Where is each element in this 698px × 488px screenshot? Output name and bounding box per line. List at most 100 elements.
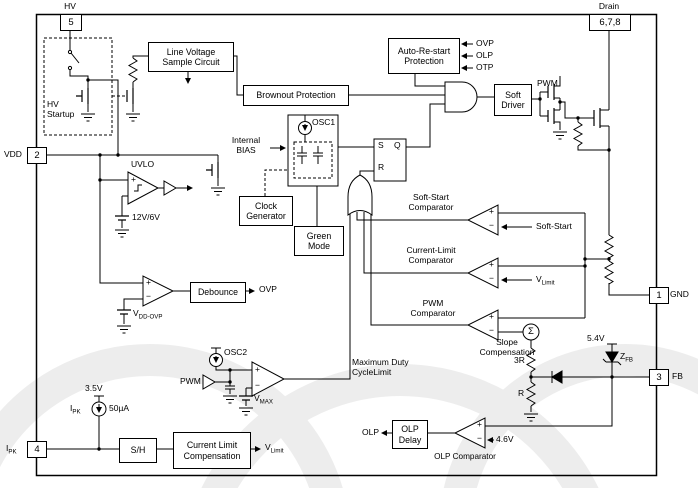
block-line-voltage-sample: Line Voltage Sample Circuit: [148, 42, 234, 72]
olp-minus-sign: −: [477, 433, 482, 443]
osc1-inner-box: [293, 141, 333, 179]
gnd-pin-box: 1: [649, 287, 669, 304]
olp-output-label: OLP: [362, 427, 380, 437]
block-text-line: Generator: [246, 211, 286, 221]
block-brownout-protection: Brownout Protection: [243, 85, 349, 106]
latch-q-label: Q: [394, 140, 401, 150]
arrow-wires: [176, 41, 532, 452]
vdd-pin-box: 2: [27, 147, 47, 164]
block-text-line: Mode: [307, 241, 330, 251]
ovp-comparator-triangle: [142, 275, 175, 307]
osc2-label: OSC2: [224, 347, 248, 357]
fb-diode: [551, 370, 563, 384]
block-green-mode: Green Mode: [294, 226, 344, 256]
osc1-label: OSC1: [312, 117, 336, 127]
resistor-sense1: [603, 234, 615, 259]
uvlo-threshold-label: 12V/6V: [132, 212, 160, 222]
uvlo-buffer-triangle: [163, 180, 177, 196]
block-text-line: Driver: [501, 100, 525, 110]
ovp-output-label: OVP: [259, 284, 277, 294]
vmax-label: VMAX: [254, 393, 273, 406]
wires: [45, 29, 649, 450]
block-olp-delay: OLP Delay: [392, 420, 428, 449]
current-limit-comparator-triangle: [466, 257, 499, 289]
block-clock-generator: Clock Generator: [239, 196, 293, 226]
block-text-line: Current Limit: [186, 440, 238, 451]
pwm-driver-label: PWM: [537, 78, 558, 88]
junction-dots: [86, 78, 614, 451]
block-current-limit-compensation: Current Limit Compensation: [173, 432, 251, 469]
fb-pin-box: 3: [649, 369, 669, 386]
block-text-line: Line Voltage: [166, 46, 216, 57]
ovp-input-label: OVP: [476, 38, 494, 48]
resistor-3r-label: 3R: [514, 355, 525, 365]
olp-input-label: OLP: [476, 50, 494, 60]
switch-symbol: [67, 49, 80, 71]
v54-label: 5.4V: [587, 333, 605, 343]
block-soft-driver: Soft Driver: [494, 84, 532, 116]
resistor-symbols: [127, 57, 615, 407]
uvlo-plus-sign: +: [131, 174, 136, 184]
or-gate: [347, 174, 373, 216]
hysteresis-icon: [134, 184, 142, 192]
vlimit-output-label: VLimit: [265, 442, 284, 455]
otp-input-label: OTP: [476, 62, 494, 72]
zfb-zener: [602, 351, 622, 366]
block-text-line: Green: [306, 230, 332, 241]
block-text-line: Sample Circuit: [162, 57, 220, 67]
v46-label: 4.6V: [496, 434, 514, 444]
block-text-line: Compensation: [183, 450, 241, 461]
olp-comparator-triangle: [453, 417, 486, 449]
sigma-adder-circle: [522, 323, 540, 341]
mosfet-symbols: [76, 84, 601, 178]
pwm-osc2-label: PWM: [180, 376, 201, 386]
zfb-label: ZFB: [620, 351, 634, 364]
ic-boundary: [35, 13, 658, 477]
max-duty-label: Maximum Duty CycleLimit: [352, 357, 409, 377]
battery-symbols: [115, 215, 253, 401]
cl-minus-sign: −: [489, 273, 494, 283]
latch-r-label: R: [378, 162, 385, 172]
gnd-pin-label: GND: [670, 289, 689, 299]
resistor-gate: [572, 121, 584, 147]
ipk-pin-label: IPK: [6, 443, 17, 456]
hv-startup-box: [43, 37, 113, 136]
block-text-line: Auto-Re-start: [397, 45, 451, 56]
comparators: [127, 171, 499, 449]
resistor-sense2: [603, 260, 615, 285]
osc2-minus-sign: −: [255, 380, 260, 390]
sigma-label: Σ: [528, 326, 534, 337]
resistor-r-label: R: [518, 388, 525, 398]
uvlo-label: UVLO: [131, 159, 155, 169]
osc1-box: [287, 114, 339, 187]
resistor-r: [525, 381, 537, 407]
ss-plus-sign: +: [489, 206, 494, 216]
soft-start-input-label: Soft-Start: [536, 221, 572, 231]
pwm-comparator-label: PWM Comparator: [410, 298, 456, 318]
ss-minus-sign: −: [489, 220, 494, 230]
olp-plus-sign: +: [477, 419, 482, 429]
block-auto-restart-protection: Auto-Re-start Protection: [388, 38, 460, 74]
cl-plus-sign: +: [489, 259, 494, 269]
ovp-minus-sign: −: [146, 291, 151, 301]
internal-bias-label: Internal BIAS: [231, 135, 261, 155]
ovp-plus-sign: +: [146, 277, 151, 287]
block-sample-hold: S/H: [119, 438, 157, 463]
block-text-line: Protection: [404, 56, 444, 66]
drain-pin-box: 6,7,8: [589, 14, 631, 31]
ipk-pin-box: 4: [27, 441, 47, 458]
block-text-line: OLP: [401, 424, 419, 435]
hv-pin-box: 5: [60, 14, 82, 31]
pwm-minus-sign: −: [489, 325, 494, 335]
uvlo-comparator-triangle: [127, 171, 160, 205]
resistor-sample: [127, 57, 139, 83]
olp-comparator-label: OLP Comparator: [434, 452, 496, 461]
vlimit-input-label: VLimit: [536, 274, 555, 287]
drain-pin-label: Drain: [598, 1, 620, 11]
osc1-internals: [297, 115, 323, 164]
block-text-line: Soft: [505, 89, 521, 100]
current-50ua-label: 50µA: [109, 403, 130, 413]
pwm-plus-sign: +: [489, 311, 494, 321]
current-source-arrows: [96, 124, 308, 413]
